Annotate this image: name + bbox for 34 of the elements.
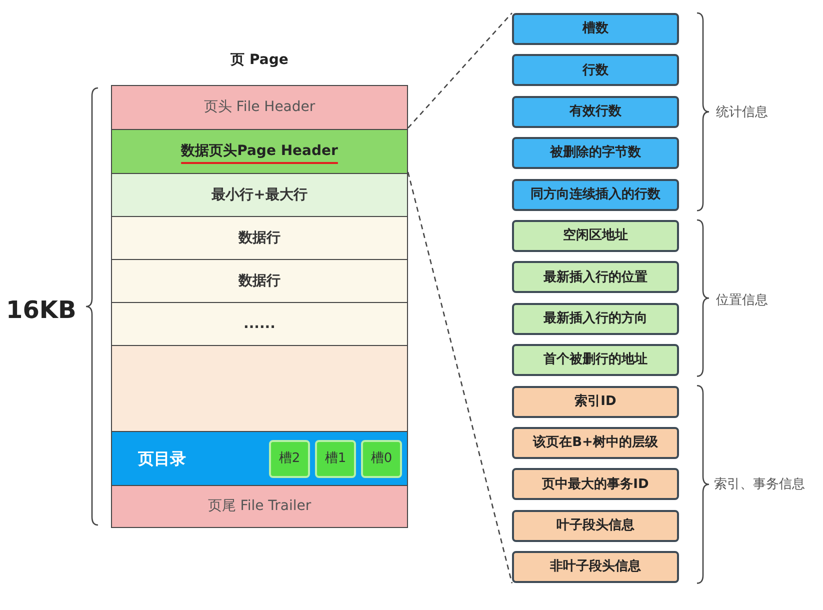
group-label: 统计信息 <box>716 104 768 122</box>
field-box: 最新插入行的位置 <box>512 261 679 294</box>
page-section: ...... <box>112 302 407 345</box>
size-label: 16KB <box>6 295 76 326</box>
page-section: 页目录 槽2 槽1 槽0 <box>112 431 407 485</box>
slot-box: 槽1 <box>315 440 356 478</box>
page-title: 页 Page <box>229 51 290 70</box>
slot-box: 槽2 <box>269 440 310 478</box>
field-box: 槽数 <box>512 13 679 45</box>
field-box: 索引ID <box>512 386 679 418</box>
group-label: 位置信息 <box>716 292 768 310</box>
field-box: 页中最大的事务ID <box>512 468 679 500</box>
field-box: 非叶子段头信息 <box>512 551 679 584</box>
page-section: 最小行+最大行 <box>112 173 407 216</box>
page-section: 数据行 <box>112 259 407 302</box>
field-box: 行数 <box>512 54 679 86</box>
field-box: 首个被删行的地址 <box>512 344 679 376</box>
field-box: 该页在B+树中的层级 <box>512 427 679 459</box>
page-section: 数据行 <box>112 216 407 259</box>
field-box: 被删除的字节数 <box>512 137 679 170</box>
field-box: 空闲区地址 <box>512 220 679 252</box>
dashed-connector <box>408 12 512 128</box>
field-box: 叶子段头信息 <box>512 510 679 542</box>
field-box: 同方向连续插入的行数 <box>512 178 679 211</box>
page-stack <box>111 50 408 528</box>
dashed-connector <box>407 172 513 584</box>
slot-box: 槽0 <box>361 440 402 478</box>
free-space-section <box>112 345 407 431</box>
page-section: 页尾 File Trailer <box>112 485 407 527</box>
page-section: 数据页头Page Header <box>112 129 407 173</box>
field-box: 最新插入行的方向 <box>512 302 679 335</box>
group-label: 索引、事务信息 <box>714 476 805 494</box>
page-section: 页头 File Header <box>112 86 407 129</box>
field-box: 有效行数 <box>512 96 679 128</box>
